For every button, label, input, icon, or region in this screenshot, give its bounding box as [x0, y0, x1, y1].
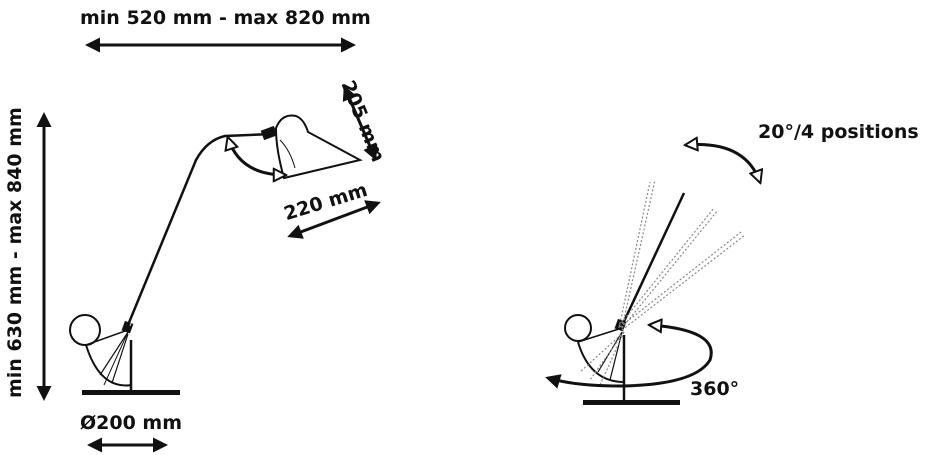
tilt-positions: [579, 179, 746, 386]
rotation-label: 360°: [690, 378, 740, 400]
base-diameter-label: Ø200 mm: [80, 412, 183, 434]
shade-tilt-arrow: [228, 138, 285, 175]
right-lamp-arm: [618, 192, 686, 331]
right-lamp: [548, 144, 760, 405]
right-lamp-base: [583, 400, 680, 405]
left-lamp-pivot-arc: [85, 344, 133, 387]
left-lamp-shade: [274, 114, 363, 180]
shade-height-arrow: [342, 85, 378, 161]
rotation-arrow: [548, 325, 713, 386]
tilt-arrow: [686, 144, 760, 182]
left-lamp: [69, 114, 363, 395]
tilt-label: 20°/4 positions: [758, 121, 919, 143]
left-lamp-arm: [126, 132, 273, 326]
height-label: min 630 mm - max 840 mm: [4, 107, 26, 398]
arm-length-label: min 520 mm - max 820 mm: [80, 7, 371, 29]
shade-width-arrow: [287, 200, 381, 239]
left-lamp-base: [82, 390, 180, 395]
left-lamp-counterweight: [69, 314, 101, 346]
right-lamp-counterweight: [564, 314, 592, 342]
